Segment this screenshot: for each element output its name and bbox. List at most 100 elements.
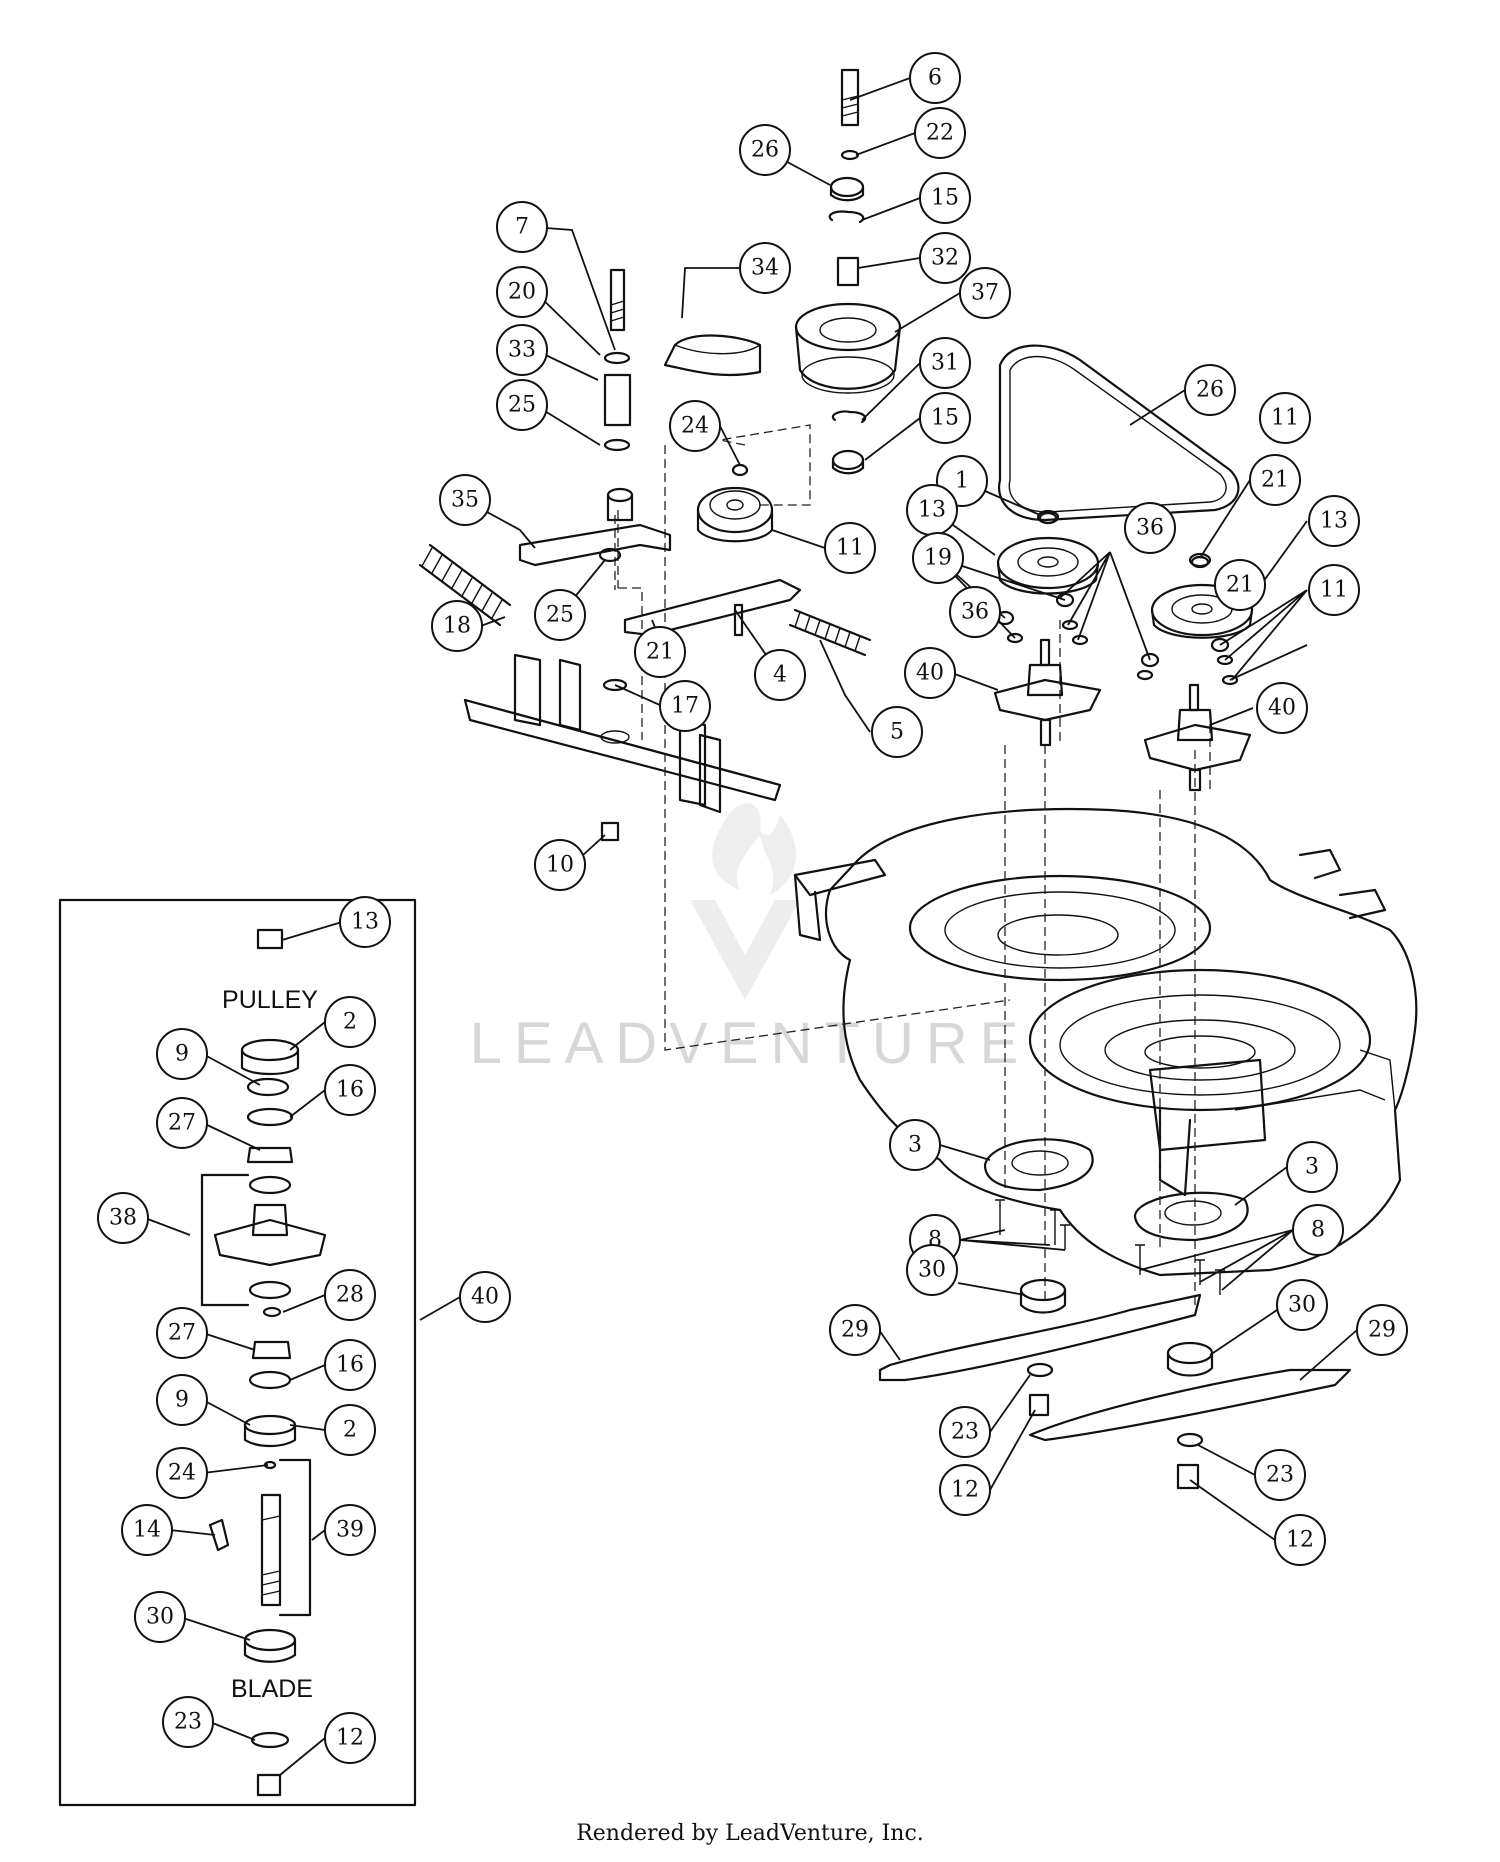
callout-circle: [659, 680, 711, 732]
callout-number: 38: [109, 1206, 137, 1231]
callout-circle: [496, 266, 548, 318]
callout-number: 15: [931, 406, 959, 431]
callout-circle: [156, 1447, 208, 1499]
callout-33: 33: [496, 324, 548, 376]
callout-number: 30: [146, 1605, 174, 1630]
callout-15: 15: [919, 172, 971, 224]
callout-16: 16: [324, 1064, 376, 1116]
callout-number: 11: [836, 536, 864, 561]
callout-number: 26: [1196, 378, 1224, 403]
leadventure-logo-icon: [690, 803, 800, 1000]
callout-number: 11: [1320, 578, 1348, 603]
callout-circle: [909, 52, 961, 104]
callout-circle: [324, 1404, 376, 1456]
callout-circle: [754, 649, 806, 701]
callout-circle: [1256, 682, 1308, 734]
callout-number: 34: [751, 256, 779, 281]
callout-13: 13: [906, 484, 958, 536]
callout-circle: [534, 839, 586, 891]
callout-circle: [1286, 1141, 1338, 1193]
callout-39: 39: [324, 1504, 376, 1556]
callout-circle: [919, 172, 971, 224]
callout-circle: [534, 589, 586, 641]
callout-number: 24: [168, 1461, 196, 1486]
callout-number: 36: [1136, 516, 1164, 541]
under-deck-parts: [878, 1138, 1352, 1490]
callout-number: 29: [841, 1318, 869, 1343]
callout-number: 4: [773, 663, 787, 688]
callout-circle: [949, 586, 1001, 638]
callout-21: 21: [1214, 559, 1266, 611]
callout-circle: [439, 474, 491, 526]
callout-circle: [496, 324, 548, 376]
callout-number: 21: [1261, 468, 1289, 493]
callout-circle: [889, 1119, 941, 1171]
center-pulley-stack: [794, 68, 902, 475]
callout-circle: [156, 1097, 208, 1149]
callout-number: 12: [1286, 1528, 1314, 1553]
callout-number: 23: [1266, 1463, 1294, 1488]
spring-17: [788, 608, 872, 657]
callout-3: 3: [889, 1119, 941, 1171]
spindle-housing-left: [993, 638, 1102, 747]
callout-16: 16: [324, 1339, 376, 1391]
callout-circle: [156, 1374, 208, 1426]
callout-circle: [459, 1271, 511, 1323]
callout-circle: [959, 267, 1011, 319]
callout-22: 22: [914, 107, 966, 159]
callout-circle: [904, 647, 956, 699]
inset-frame: [58, 898, 417, 1807]
callout-number: 3: [1305, 1155, 1319, 1180]
callout-21: 21: [634, 626, 686, 678]
callout-30: 30: [906, 1244, 958, 1296]
callout-12: 12: [1274, 1514, 1326, 1566]
callout-circle: [1356, 1304, 1408, 1356]
callout-number: 40: [916, 661, 944, 686]
callout-30: 30: [134, 1591, 186, 1643]
callout-circle: [939, 1464, 991, 1516]
callout-29: 29: [1356, 1304, 1408, 1356]
callout-36: 36: [949, 586, 1001, 638]
inset-label-blade: BLADE: [231, 1675, 313, 1703]
callout-number: 15: [931, 186, 959, 211]
callout-number: 31: [931, 351, 959, 376]
callout-30: 30: [1276, 1279, 1328, 1331]
callout-number: 14: [133, 1518, 161, 1543]
callout-circle: [97, 1192, 149, 1244]
callout-23: 23: [939, 1406, 991, 1458]
callout-circle: [1274, 1514, 1326, 1566]
callout-circle: [339, 896, 391, 948]
callout-28: 28: [324, 1269, 376, 1321]
callout-18: 18: [431, 600, 483, 652]
callout-19: 19: [912, 532, 964, 584]
callout-number: 22: [926, 121, 954, 146]
callout-number: 27: [168, 1321, 196, 1346]
callout-circle: [1124, 502, 1176, 554]
callout-5: 5: [871, 706, 923, 758]
callout-circle: [919, 392, 971, 444]
callout-number: 16: [336, 1353, 364, 1378]
callout-circle: [1308, 564, 1360, 616]
callout-number: 13: [1320, 509, 1348, 534]
callout-number: 8: [1311, 1218, 1325, 1243]
callout-14: 14: [121, 1504, 173, 1556]
callout-10: 10: [534, 839, 586, 891]
callout-number: 16: [336, 1078, 364, 1103]
callout-25: 25: [496, 379, 548, 431]
inset-label-pulley: PULLEY: [222, 986, 318, 1014]
callout-circle: [1308, 495, 1360, 547]
callout-circle: [1214, 559, 1266, 611]
callout-circle: [739, 242, 791, 294]
callout-21: 21: [1249, 454, 1301, 506]
callouts: 6262215323734720311526332524113511336211…: [97, 52, 1408, 1764]
spindle-housing-right: [1143, 683, 1252, 792]
callout-23: 23: [162, 1696, 214, 1748]
callout-6: 6: [909, 52, 961, 104]
idler-bracket: [463, 653, 782, 814]
bolt-7-stack: [598, 268, 632, 563]
callout-circle: [156, 1307, 208, 1359]
callout-number: 9: [175, 1388, 189, 1413]
callout-12: 12: [324, 1712, 376, 1764]
callout-circle: [912, 532, 964, 584]
callout-4: 4: [754, 649, 806, 701]
